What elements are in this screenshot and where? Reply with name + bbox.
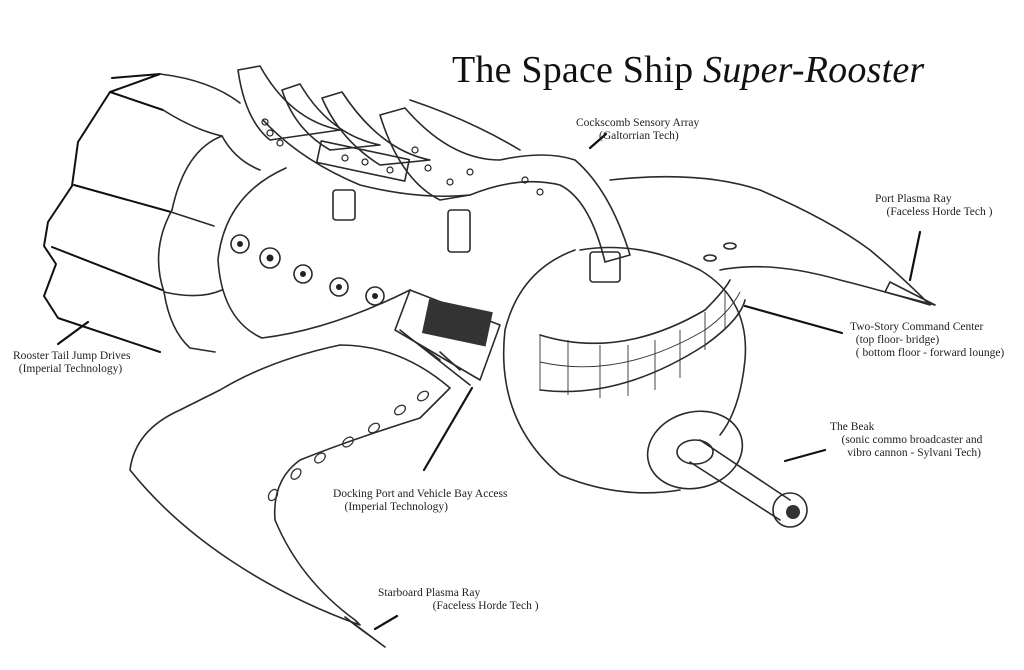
leader-cockscomb xyxy=(588,132,608,150)
tail-jump-drives xyxy=(43,73,261,353)
label-port-plasma-ray: Port Plasma Ray (Faceless Horde Tech ) xyxy=(875,193,993,218)
command-windows xyxy=(539,290,741,398)
label-command-center: Two-Story Command Center (top floor- bri… xyxy=(850,321,1005,359)
leader-port-plasma-ray xyxy=(908,230,922,282)
command-center-sphere xyxy=(502,246,747,494)
cockscomb-array xyxy=(237,65,631,283)
portholes xyxy=(230,234,385,306)
docking-bay xyxy=(394,289,501,386)
leader-lines xyxy=(56,132,922,631)
label-cockscomb: Cockscomb Sensory Array (Galtorrian Tech… xyxy=(576,117,700,142)
starboard-wing xyxy=(129,344,451,648)
title-prefix: The Space Ship xyxy=(452,49,704,91)
beak xyxy=(646,410,808,528)
label-docking-port: Docking Port and Vehicle Bay Access (Imp… xyxy=(333,488,508,513)
label-beak: The Beak (sonic commo broadcaster and vi… xyxy=(830,421,983,459)
fuselage xyxy=(217,99,521,386)
diagram-title: The Space Ship Super-Rooster xyxy=(452,48,924,92)
leader-tail-drives xyxy=(56,320,90,346)
leader-beak xyxy=(783,448,827,463)
port-plasma-ray xyxy=(609,175,936,306)
leader-command-center xyxy=(743,304,844,335)
leader-starboard-plasma-ray xyxy=(373,614,399,631)
ship-name: Super-Rooster xyxy=(703,49,925,91)
leader-docking-port xyxy=(422,386,474,472)
label-starboard-plasma-ray: Starboard Plasma Ray (Faceless Horde Tec… xyxy=(378,587,539,612)
label-tail-drives: Rooster Tail Jump Drives (Imperial Techn… xyxy=(13,350,131,375)
